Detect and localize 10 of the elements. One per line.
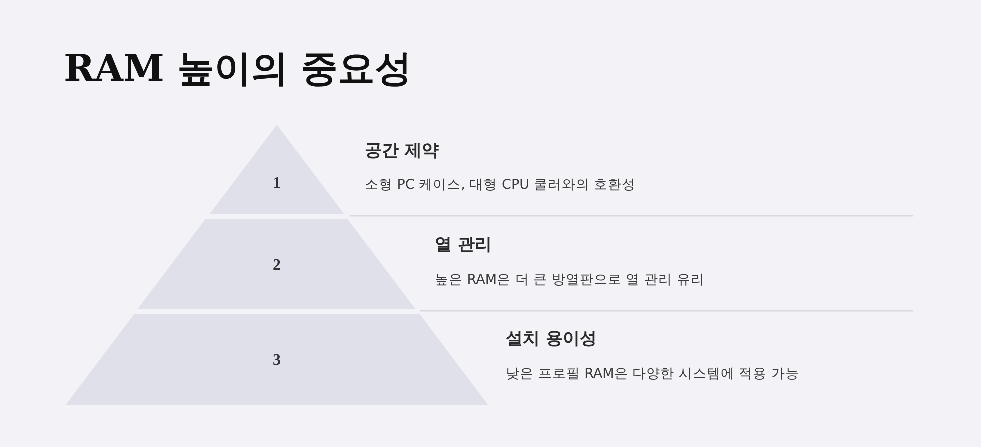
tier-description: 높은 RAM은 더 큰 방열판으로 열 관리 유리 bbox=[435, 272, 705, 288]
tier-number: 1 bbox=[272, 176, 281, 192]
tier-description: 소형 PC 케이스, 대형 CPU 쿨러와의 호환성 bbox=[365, 177, 636, 194]
diagram-title: RAM 높이의 중요성 bbox=[64, 46, 412, 90]
tier-heading: 열 관리 bbox=[435, 235, 492, 256]
tier-number: 2 bbox=[272, 258, 281, 274]
tier-heading: 공간 제약 bbox=[365, 141, 439, 162]
tier-number: 3 bbox=[272, 353, 281, 370]
tier-description: 낮은 프로필 RAM은 다양한 시스템에 적용 가능 bbox=[506, 366, 800, 382]
tier-heading: 설치 용이성 bbox=[506, 329, 597, 350]
